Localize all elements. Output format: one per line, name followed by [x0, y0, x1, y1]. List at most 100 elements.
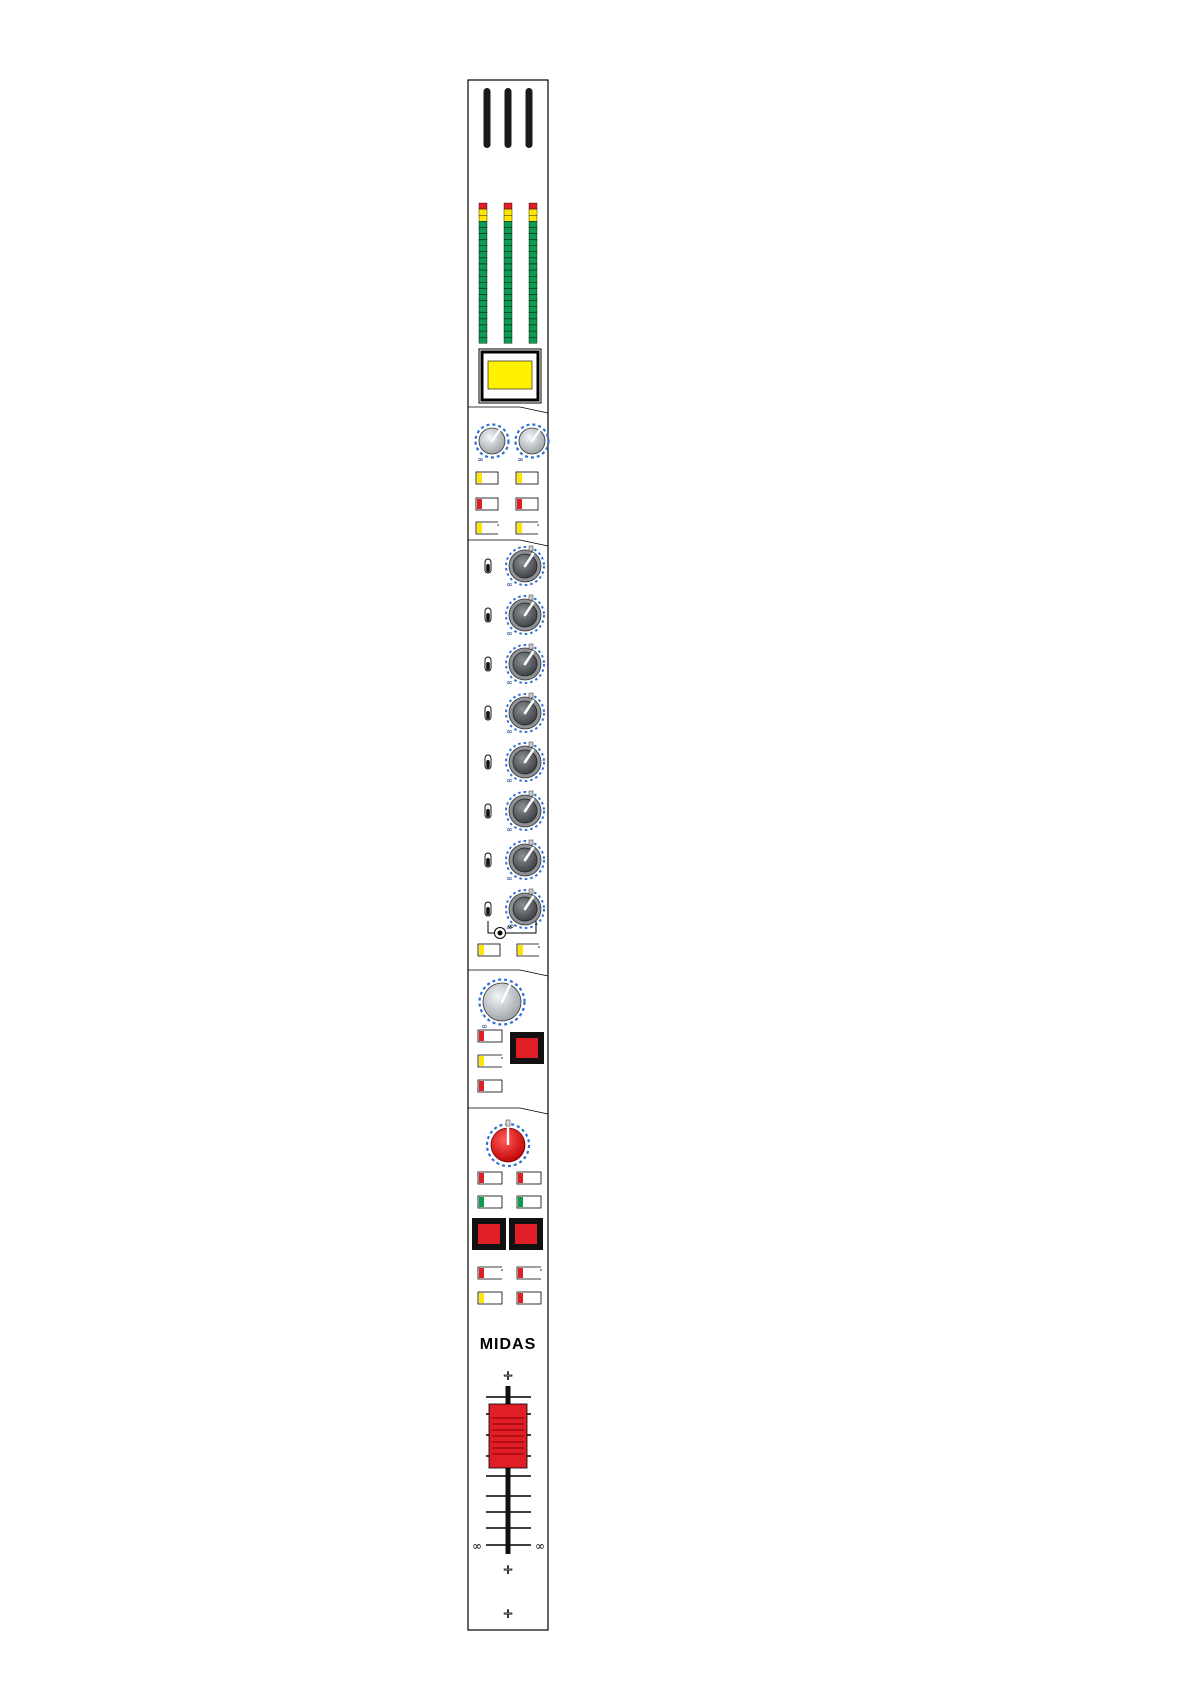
led-lamp	[479, 945, 484, 955]
meter-segment	[479, 264, 487, 270]
meter-segment	[479, 337, 487, 343]
meter-segment	[479, 240, 487, 246]
meter-segment	[504, 240, 512, 246]
knob-min-mark: ∞	[506, 874, 513, 883]
meter-segment	[529, 319, 537, 325]
meter-segment	[529, 234, 537, 240]
meter-handle-2[interactable]	[505, 88, 512, 148]
meter-segment	[479, 246, 487, 252]
led-lamp	[517, 473, 522, 483]
meter-segment	[529, 203, 537, 209]
aux-pre-post-switch[interactable]	[485, 657, 491, 671]
aux-pre-post-switch[interactable]	[485, 706, 491, 720]
pan-led-3	[478, 1080, 502, 1092]
knob-marker	[529, 693, 533, 698]
meter-segment	[479, 258, 487, 264]
meter-segment	[479, 234, 487, 240]
meter-segment	[529, 282, 537, 288]
meter-segment	[479, 270, 487, 276]
meter-segment	[479, 319, 487, 325]
fader-max-mark: +	[503, 1368, 512, 1385]
meter-segment	[504, 252, 512, 258]
meter-segment	[479, 227, 487, 233]
led-lamp	[479, 1081, 484, 1091]
meter-segment	[504, 313, 512, 319]
led-lamp	[479, 1197, 484, 1207]
fader-cap[interactable]	[489, 1404, 527, 1468]
meter-segment	[479, 301, 487, 307]
meter-segment	[529, 313, 537, 319]
meter-segment	[504, 264, 512, 270]
output-button-right[interactable]	[509, 1218, 543, 1250]
meter-segment	[529, 221, 537, 227]
switch-lever	[486, 711, 490, 719]
aux-pre-post-switch[interactable]	[485, 804, 491, 818]
meter-segment	[529, 288, 537, 294]
meter-segment	[504, 295, 512, 301]
meter-segment	[529, 301, 537, 307]
fader-min-right: ∞	[535, 1539, 545, 1553]
meter-segment	[529, 331, 537, 337]
level-meter-1	[479, 203, 487, 343]
meter-segment	[529, 264, 537, 270]
meter-segment	[529, 295, 537, 301]
pan-led-1	[478, 1030, 502, 1042]
aux-pre-post-switch[interactable]	[485, 559, 491, 573]
knob-min-mark: ∞	[506, 629, 513, 638]
meter-handle-3[interactable]	[526, 88, 533, 148]
aux-pre-post-switch[interactable]	[485, 755, 491, 769]
meter-segment	[479, 252, 487, 258]
meter-segment	[479, 209, 487, 215]
meter-segment	[479, 331, 487, 337]
meter-segment	[504, 270, 512, 276]
knob-min-mark: ∞	[506, 580, 513, 589]
meter-segment	[504, 307, 512, 313]
switch-lever	[486, 809, 490, 817]
meter-segment	[479, 295, 487, 301]
meter-handle-1[interactable]	[484, 88, 491, 148]
meter-segment	[479, 215, 487, 221]
knob-min-mark: ∞	[506, 825, 513, 834]
knob-min-mark: ∞	[517, 455, 524, 464]
meter-segment	[529, 240, 537, 246]
meter-segment	[529, 246, 537, 252]
meter-segment	[504, 258, 512, 264]
led-lamp	[477, 523, 482, 533]
aux-pre-post-switch[interactable]	[485, 853, 491, 867]
knob-min-mark: ∞	[506, 776, 513, 785]
meter-segment	[504, 215, 512, 221]
knob-marker	[529, 791, 533, 796]
meter-segment	[504, 276, 512, 282]
fader-min-left: ∞	[472, 1539, 482, 1553]
out-led-1	[478, 1172, 502, 1184]
led-lamp	[518, 945, 523, 955]
meter-segment	[504, 209, 512, 215]
out-led-8	[517, 1292, 541, 1304]
pan-mute-button[interactable]	[510, 1032, 544, 1064]
led-lamp	[479, 1056, 484, 1066]
meter-segment	[529, 307, 537, 313]
led-lamp	[517, 499, 522, 509]
aux-pre-post-switch[interactable]	[485, 902, 491, 916]
meter-segment	[529, 252, 537, 258]
meter-segment	[504, 221, 512, 227]
meter-segment	[529, 276, 537, 282]
output-button-left[interactable]	[472, 1218, 506, 1250]
display-window	[479, 349, 541, 403]
level-meter-2	[504, 203, 512, 343]
switch-lever	[486, 907, 490, 915]
knob-min-mark: ∞	[477, 455, 484, 464]
meter-segment	[504, 325, 512, 331]
knob-min-mark: ∞	[506, 727, 513, 736]
meter-segment	[504, 227, 512, 233]
meter-segment	[504, 203, 512, 209]
meter-segment	[529, 270, 537, 276]
switch-lever	[486, 858, 490, 866]
fader-bottom-mark: +	[503, 1562, 512, 1579]
meter-segment	[529, 337, 537, 343]
meter-segment	[504, 288, 512, 294]
aux-pre-post-switch[interactable]	[485, 608, 491, 622]
meter-segment	[529, 215, 537, 221]
knob-marker	[529, 644, 533, 649]
aux-link-infinity: ∞	[507, 922, 515, 932]
